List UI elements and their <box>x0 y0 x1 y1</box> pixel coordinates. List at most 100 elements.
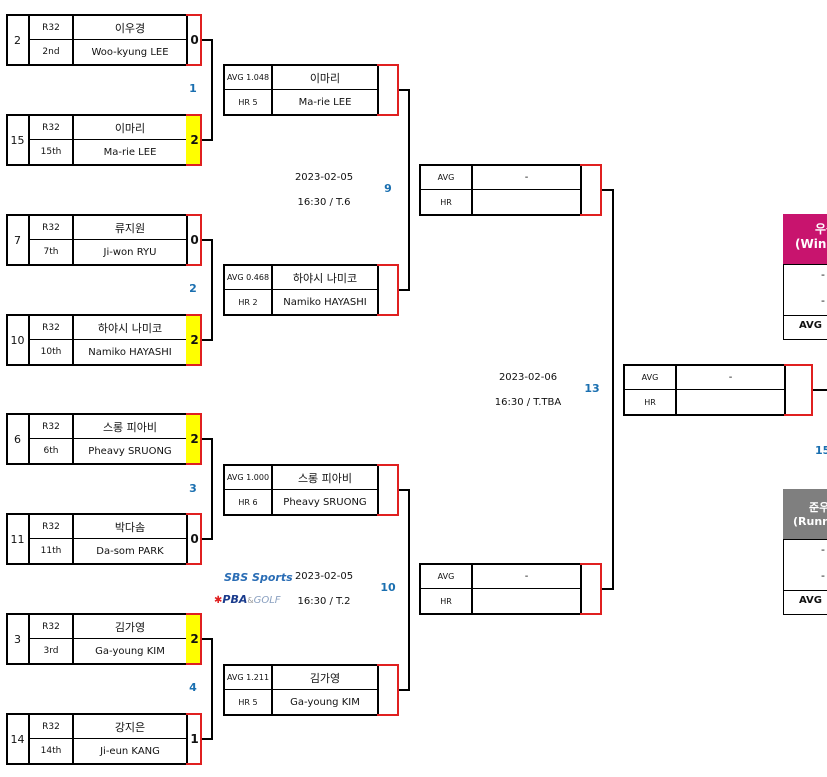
hr-label: HR 6 <box>238 497 258 507</box>
match-number: 10 <box>380 581 396 594</box>
match-date: 2023-02-05 <box>294 172 354 183</box>
player-name-en: Ji-won RYU <box>103 246 157 258</box>
rank-label: 6th <box>43 446 59 456</box>
r1-player-card: 15 R32 15th 이마리 Ma-rie LEE 2 <box>6 114 202 166</box>
player-name-ko: 이마리 <box>309 71 341 85</box>
match-time: 16:30 / T.2 <box>297 596 351 607</box>
player-name-ko: 김가영 <box>309 671 341 685</box>
round-label: R32 <box>42 421 60 432</box>
avg-label: AVG 0.468 <box>226 273 270 282</box>
rank-label: 7th <box>43 247 59 257</box>
match-number: 13 <box>584 382 600 395</box>
runner-up-avg-label: AVG <box>799 595 823 606</box>
winner-title: 우승 <box>815 222 827 236</box>
player-name-ko: 이마리 <box>114 121 146 135</box>
r2-player-card: AVG 0.468 HR 2 하야시 나미코 Namiko HAYASHI <box>223 264 399 316</box>
seed-number: 7 <box>14 233 21 247</box>
match-number: 1 <box>189 82 197 95</box>
avg-label: AVG 1.000 <box>226 473 270 482</box>
bracket-connector <box>399 489 409 491</box>
final-player-card: AVG HR - <box>623 364 813 416</box>
sbs-sports-logo: SBS Sports <box>224 571 293 587</box>
player-name-ko: 강지은 <box>114 720 146 734</box>
bracket-connector <box>202 39 212 41</box>
hr-label: HR 2 <box>238 297 258 307</box>
round-label: R32 <box>42 621 60 632</box>
runner-up-panel: 준우 (Runne - - AVG <box>783 489 827 615</box>
avg-label: AVG 1.048 <box>226 73 270 82</box>
r2-player-card: AVG 1.211 HR 5 김가영 Ga-young KIM <box>223 664 399 716</box>
bracket-connector <box>202 139 212 141</box>
player-name-en: Ma-rie LEE <box>298 96 352 108</box>
match-time: 16:30 / T.TBA <box>494 397 562 408</box>
r1-player-card: 11 R32 11th 박다솜 Da-som PARK 0 <box>6 513 202 565</box>
bracket-connector <box>399 289 409 291</box>
player-name: - <box>728 372 733 383</box>
hr-label: HR <box>644 397 656 407</box>
round-label: R32 <box>42 22 60 33</box>
rank-label: 2nd <box>42 47 60 57</box>
bracket-connector <box>602 189 613 191</box>
score: 2 <box>190 133 199 147</box>
seed-number: 10 <box>10 333 25 347</box>
player-name-ko: 김가영 <box>114 620 146 634</box>
player-name-ko: 스롱 피아비 <box>297 471 353 485</box>
bracket-connector <box>813 389 827 391</box>
r1-player-card: 6 R32 6th 스롱 피아비 Pheavy SRUONG 2 <box>6 413 202 465</box>
avg-label: AVG <box>437 572 455 581</box>
bracket-connector <box>399 89 409 91</box>
player-name: - <box>524 571 529 582</box>
bracket-connector <box>602 588 613 590</box>
seed-number: 11 <box>10 532 25 546</box>
r2-player-card: AVG 1.000 HR 6 스롱 피아비 Pheavy SRUONG <box>223 464 399 516</box>
round-label: R32 <box>42 122 60 133</box>
bracket-connector <box>202 438 212 440</box>
pba-golf-logo: ✱PBA&GOLF <box>214 593 286 609</box>
seed-number: 14 <box>10 732 25 746</box>
r2-player-card: AVG 1.048 HR 5 이마리 Ma-rie LEE <box>223 64 399 116</box>
bracket-connector <box>202 239 212 241</box>
bracket-connector <box>211 638 213 740</box>
hr-label: HR 5 <box>238 97 258 107</box>
match-number: 9 <box>384 182 392 195</box>
winner-title-en: (Win <box>795 237 827 251</box>
seed-number: 6 <box>14 432 21 446</box>
bracket-connector <box>399 689 409 691</box>
player-name-ko: 이우경 <box>114 21 146 35</box>
hr-label: HR 5 <box>238 697 258 707</box>
ampersand-text: & <box>247 596 254 605</box>
rank-label: 3rd <box>43 646 59 656</box>
bracket-connector <box>202 339 212 341</box>
seed-number: 2 <box>14 33 21 47</box>
r1-player-card: 10 R32 10th 하야시 나미코 Namiko HAYASHI 2 <box>6 314 202 366</box>
score: 0 <box>190 233 199 247</box>
score: 2 <box>190 333 199 347</box>
player-name-en: Namiko HAYASHI <box>283 296 367 308</box>
seed-number: 3 <box>14 632 21 646</box>
runner-up-title: 준우 <box>809 501 827 514</box>
score: 0 <box>190 33 199 47</box>
runner-up-header: 준우 (Runne <box>783 489 827 539</box>
seed-number: 15 <box>10 133 25 147</box>
bracket-connector <box>408 89 410 291</box>
player-name-en: Woo-kyung LEE <box>91 46 169 58</box>
winner-row2: - <box>821 294 825 307</box>
match-date: 2023-02-06 <box>498 372 558 383</box>
bracket-connector <box>211 438 213 540</box>
bracket-connector <box>211 39 213 141</box>
player-name-ko: 하야시 나미코 <box>97 321 163 335</box>
player-name-en: Pheavy SRUONG <box>283 496 367 508</box>
match-number: 4 <box>189 681 197 694</box>
bracket-connector <box>612 189 614 590</box>
score: 2 <box>190 432 199 446</box>
player-name: - <box>524 172 529 183</box>
round-label: R32 <box>42 521 60 532</box>
nbc-peacock-icon: ✱ <box>214 595 223 606</box>
semi-player-card: AVG HR - <box>419 563 602 615</box>
player-name-en: Ga-young KIM <box>95 645 165 657</box>
score: 2 <box>190 632 199 646</box>
player-name-en: Ga-young KIM <box>290 696 360 708</box>
rank-label: 15th <box>40 147 62 157</box>
player-name-ko: 류지원 <box>114 221 146 235</box>
winner-row1: - <box>821 268 825 281</box>
